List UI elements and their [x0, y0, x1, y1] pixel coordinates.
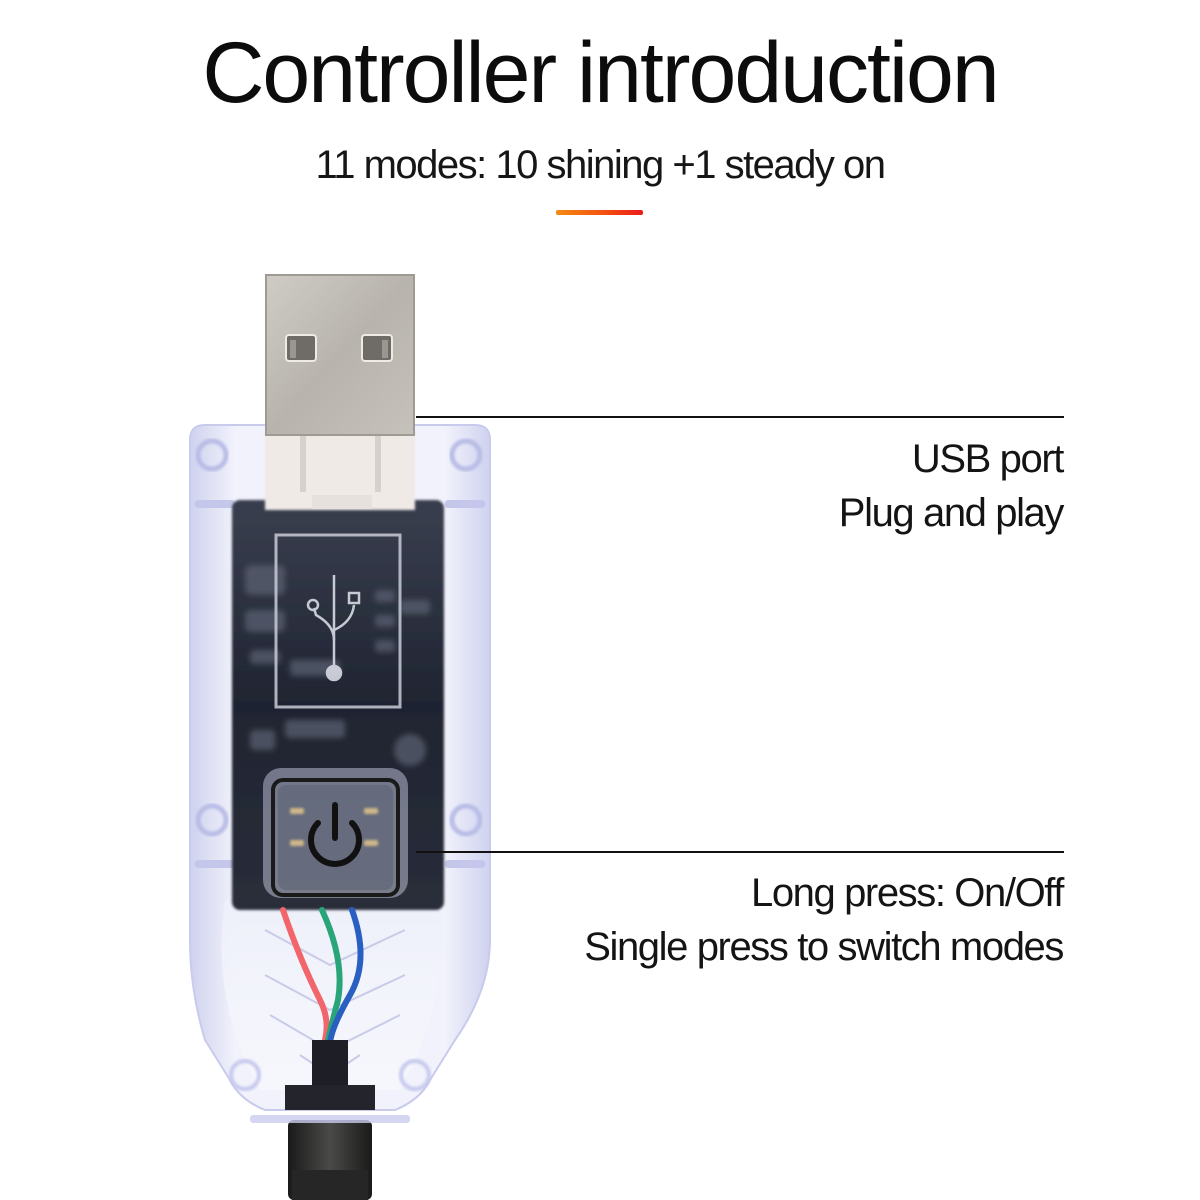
power-icon [308, 802, 362, 867]
strain-relief [250, 1040, 410, 1123]
usb-symbol-icon [306, 575, 361, 682]
usb-plug-icon [265, 274, 415, 436]
callout-line-usb [416, 416, 1064, 418]
callout-button-line-1: Long press: On/Off [750, 871, 1064, 915]
callout-usb-port: USB port Plug and play [838, 432, 1065, 540]
usb-connector-base [265, 430, 415, 510]
callout-button-line-2: Single press to switch modes [584, 925, 1064, 969]
callout-button-usage: Long press: On/Off Single press to switc… [584, 866, 1064, 974]
wires [280, 907, 364, 1053]
cable [288, 1120, 372, 1200]
callout-usb-line-2: Plug and play [838, 491, 1065, 535]
accent-divider [556, 210, 643, 215]
page-title: Controller introduction [202, 25, 999, 121]
callout-usb-line-1: USB port [911, 437, 1064, 481]
mode-button [263, 768, 408, 898]
callout-line-button [416, 851, 1064, 853]
page-subtitle: 11 modes: 10 shining +1 steady on [315, 143, 886, 187]
